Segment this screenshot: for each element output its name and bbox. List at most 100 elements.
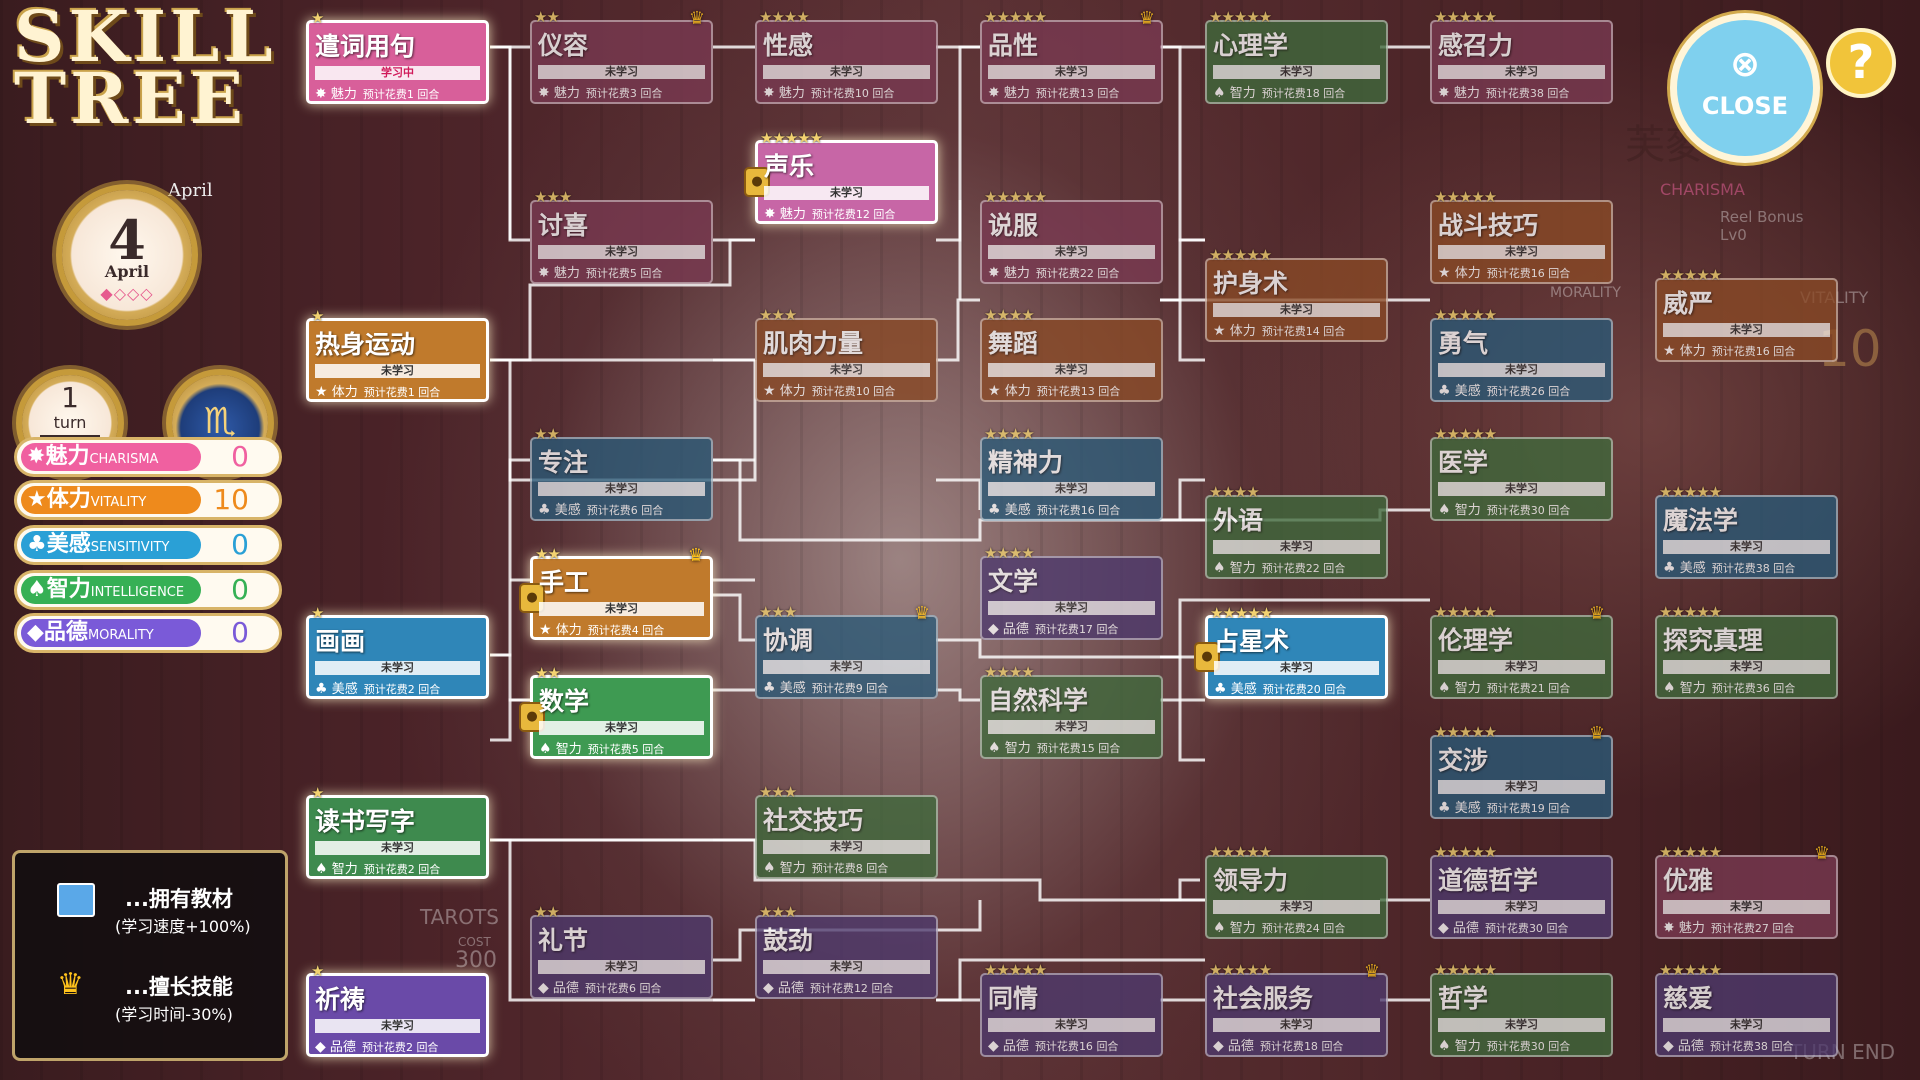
skill-status: 未学习 — [1213, 540, 1380, 554]
book-icon — [57, 883, 95, 917]
skill-node[interactable]: ★★★★舞蹈未学习★ 体力预计花费13 回合 — [980, 306, 1163, 402]
skill-node[interactable]: ★★♛●手工未学习★ 体力预计花费4 回合 — [519, 545, 713, 640]
difficulty-stars: ★★ — [534, 903, 560, 921]
skill-info: ♣ 美感预计花费20 回合 — [1214, 678, 1383, 697]
cost-prefix: 预计花费 — [585, 87, 630, 100]
difficulty-stars: ★ — [311, 307, 324, 325]
close-button[interactable]: ⊗ CLOSE — [1677, 20, 1813, 156]
skill-node[interactable]: ★★★★★心理学未学习♠ 智力预计花费18 回合 — [1205, 8, 1388, 104]
cost-prefix: 预计花费 — [363, 683, 408, 696]
skill-node[interactable]: ★★★★★♛社会服务未学习◆ 品德预计花费18 回合 — [1205, 961, 1388, 1057]
skill-node[interactable]: ★★★讨喜未学习✸ 魅力预计花费5 回合 — [530, 188, 713, 284]
cost-suffix: 回合 — [1323, 562, 1346, 575]
cost-suffix: 回合 — [1096, 1040, 1119, 1053]
skill-node[interactable]: ★画画未学习♣ 美感预计花费2 回合 — [306, 604, 489, 699]
crown-icon: ♛ — [688, 8, 705, 29]
cost-suffix: 回合 — [1323, 325, 1346, 338]
skill-node[interactable]: ★热身运动未学习★ 体力预计花费1 回合 — [306, 307, 489, 402]
difficulty-stars: ★★★★★ — [1209, 8, 1272, 26]
stat-symbol-icon: ♣ — [1214, 681, 1227, 697]
cost-suffix: 回合 — [418, 863, 441, 876]
skill-node[interactable]: ★★★★★♛优雅未学习✸ 魅力预计花费27 回合 — [1655, 843, 1838, 939]
cost-value: 13 — [1080, 385, 1095, 398]
skill-node[interactable]: ★★●数学未学习♠ 智力预计花费5 回合 — [519, 664, 713, 759]
skill-node[interactable]: ★★★★★♛交涉未学习♣ 美感预计花费19 回合 — [1430, 723, 1613, 819]
skill-node[interactable]: ★★★★★战斗技巧未学习★ 体力预计花费16 回合 — [1430, 188, 1613, 284]
skill-node[interactable]: ★★★★★♛品性未学习✸ 魅力预计花费13 回合 — [980, 8, 1163, 104]
cost-suffix: 回合 — [418, 683, 441, 696]
logo-line-2: TREE — [14, 57, 247, 140]
stat-symbol-icon: ★ — [1438, 265, 1451, 281]
skill-node[interactable]: ★★♛仪容未学习✸ 魅力预计花费3 回合 — [530, 8, 713, 104]
stat-value: 0 — [231, 616, 249, 649]
skill-node[interactable]: ★★★★★探究真理未学习♠ 智力预计花费36 回合 — [1655, 603, 1838, 699]
skill-node[interactable]: ★★专注未学习♣ 美感预计花费6 回合 — [530, 425, 713, 521]
help-button[interactable]: ? — [1826, 28, 1896, 98]
cost-prefix: 预计花费 — [363, 386, 408, 399]
difficulty-stars: ★★★★★ — [1659, 843, 1722, 861]
skill-node[interactable]: ★读书写字未学习♠ 智力预计花费2 回合 — [306, 784, 489, 879]
stat-symbol-icon: ◆ — [1663, 1038, 1674, 1054]
skill-cost: 预计花费10 回合 — [811, 87, 895, 100]
skill-node[interactable]: ★★★★★●声乐未学习✸ 魅力预计花费12 回合 — [744, 129, 938, 224]
cost-prefix: 预计花费 — [1711, 562, 1756, 575]
skill-node[interactable]: ★祈祷未学习◆ 品德预计花费2 回合 — [306, 962, 489, 1057]
skill-name: 专注 — [538, 448, 589, 477]
skill-node[interactable]: ★★礼节未学习◆ 品德预计花费6 回合 — [530, 903, 713, 999]
logo-line-1: SKILL — [14, 0, 277, 78]
skill-node[interactable]: ★★★★自然科学未学习♠ 智力预计花费15 回合 — [980, 663, 1163, 759]
skill-node[interactable]: ★★★★外语未学习♠ 智力预计花费22 回合 — [1205, 483, 1388, 579]
cost-suffix: 回合 — [1548, 1040, 1571, 1053]
skill-node[interactable]: ★★★★★护身术未学习★ 体力预计花费14 回合 — [1205, 246, 1388, 342]
skill-node[interactable]: ★★★★★勇气未学习♣ 美感预计花费26 回合 — [1430, 306, 1613, 402]
skill-cost: 预计花费6 回合 — [587, 504, 664, 517]
crown-icon: ♛ — [1588, 603, 1605, 624]
skill-node[interactable]: ★★★★★慈爱未学习◆ 品德预计花费38 回合 — [1655, 961, 1838, 1057]
stat-symbol-icon: ✸ — [1663, 920, 1675, 936]
skill-node[interactable]: ★★★★★哲学未学习♠ 智力预计花费30 回合 — [1430, 961, 1613, 1057]
skill-name: 医学 — [1438, 448, 1489, 477]
skill-node[interactable]: ★★★★精神力未学习♣ 美感预计花费16 回合 — [980, 425, 1163, 521]
cost-prefix: 预计花费 — [363, 863, 408, 876]
skill-name: 手工 — [539, 568, 590, 597]
skill-info: ♣ 美感预计花费38 回合 — [1663, 557, 1834, 576]
cost-suffix: 回合 — [1771, 1040, 1794, 1053]
skill-cost: 预计花费13 回合 — [1037, 385, 1121, 398]
difficulty-stars: ★★★★★ — [984, 961, 1047, 979]
difficulty-stars: ★★★ — [759, 783, 797, 801]
skill-info: ✸ 魅力预计花费5 回合 — [538, 262, 709, 281]
skill-node[interactable]: ★★★★★感召力未学习✸ 魅力预计花费38 回合 — [1430, 8, 1613, 104]
skill-status: 未学习 — [763, 65, 930, 79]
skill-node[interactable]: ★★★★★说服未学习✸ 魅力预计花费22 回合 — [980, 188, 1163, 284]
skill-info: ♠ 智力预计花费21 回合 — [1438, 677, 1609, 696]
skill-node[interactable]: ★★★★性感未学习✸ 魅力预计花费10 回合 — [755, 8, 938, 104]
skill-info: ♠ 智力预计花费8 回合 — [763, 857, 934, 876]
skill-cost: 预计花费18 回合 — [1260, 1040, 1344, 1053]
difficulty-stars: ★★★★ — [984, 306, 1035, 324]
skill-cost: 预计花费22 回合 — [1262, 562, 1346, 575]
skill-node[interactable]: ★★★★★同情未学习◆ 品德预计花费16 回合 — [980, 961, 1163, 1057]
skill-node[interactable]: ★★★★★●占星术未学习♣ 美感预计花费20 回合 — [1194, 604, 1388, 699]
difficulty-stars: ★★★★★ — [1209, 843, 1272, 861]
skill-node[interactable]: ★遣词用句学习中✸ 魅力预计花费1 回合 — [306, 9, 489, 104]
skill-stat: 魅力 — [553, 266, 580, 281]
cost-prefix: 预计花费 — [1261, 87, 1306, 100]
skill-node[interactable]: ★★★★★♛伦理学未学习♠ 智力预计花费21 回合 — [1430, 603, 1613, 699]
skill-node[interactable]: ★★★★★道德哲学未学习◆ 品德预计花费30 回合 — [1430, 843, 1613, 939]
skill-node[interactable]: ★★★★★魔法学未学习♣ 美感预计花费38 回合 — [1655, 483, 1838, 579]
skill-node[interactable]: ★★★★★领导力未学习♠ 智力预计花费24 回合 — [1205, 843, 1388, 939]
skill-node[interactable]: ★★★社交技巧未学习♠ 智力预计花费8 回合 — [755, 783, 938, 879]
skill-info: ◆ 品德预计花费18 回合 — [1213, 1035, 1384, 1054]
skill-node[interactable]: ★★★★★威严未学习★ 体力预计花费16 回合 — [1655, 266, 1838, 362]
skill-node[interactable]: ★★★鼓劲未学习◆ 品德预计花费12 回合 — [755, 903, 938, 999]
skill-node[interactable]: ★★★肌肉力量未学习★ 体力预计花费10 回合 — [755, 306, 938, 402]
skill-info: ✸ 魅力预计花费13 回合 — [988, 82, 1159, 101]
skill-stat: 品德 — [1677, 1039, 1704, 1054]
skill-status: 未学习 — [1438, 900, 1605, 914]
skill-node[interactable]: ★★★♛协调未学习♣ 美感预计花费9 回合 — [755, 603, 938, 699]
crown-icon: ♛ — [57, 967, 84, 1002]
cost-value: 36 — [1755, 682, 1770, 695]
skill-node[interactable]: ★★★★文学未学习◆ 品德预计花费17 回合 — [980, 544, 1163, 640]
skill-node[interactable]: ★★★★★医学未学习♠ 智力预计花费30 回合 — [1430, 425, 1613, 521]
skill-name: 画画 — [315, 627, 366, 656]
